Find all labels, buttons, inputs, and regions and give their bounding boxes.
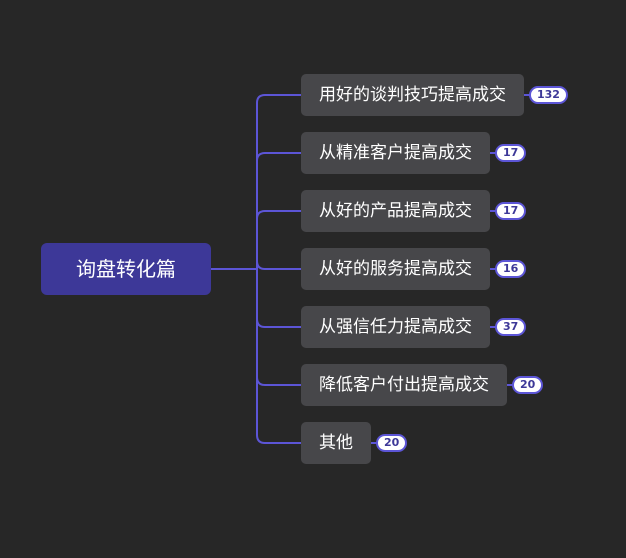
root-topic[interactable]: 询盘转化篇	[41, 243, 211, 295]
topic-precise-customers-count-badge[interactable]: 17	[495, 144, 527, 162]
topic-good-service[interactable]: 从好的服务提高成交	[301, 248, 490, 290]
topic-good-products-count-badge[interactable]: 17	[495, 202, 527, 220]
branch-connector	[256, 152, 301, 162]
branch-connector	[256, 260, 301, 270]
topic-good-service-count-badge[interactable]: 16	[495, 260, 527, 278]
topic-other-count-badge[interactable]: 20	[376, 434, 408, 452]
topic-strong-trust[interactable]: 从强信任力提高成交	[301, 306, 490, 348]
branch-connector	[256, 94, 301, 104]
topic-precise-customers[interactable]: 从精准客户提高成交	[301, 132, 490, 174]
topic-negotiation-skills-count-badge[interactable]: 132	[529, 86, 568, 104]
branch-connector	[256, 210, 301, 220]
topic-reduce-customer-cost[interactable]: 降低客户付出提高成交	[301, 364, 507, 406]
topic-strong-trust-count-badge[interactable]: 37	[495, 318, 527, 336]
topic-reduce-customer-cost-count-badge[interactable]: 20	[512, 376, 544, 394]
branch-connector	[256, 434, 301, 444]
topic-other[interactable]: 其他	[301, 422, 371, 464]
topic-negotiation-skills[interactable]: 用好的谈判技巧提高成交	[301, 74, 524, 116]
topic-good-products[interactable]: 从好的产品提高成交	[301, 190, 490, 232]
branch-connector	[256, 376, 301, 386]
branch-connector	[256, 318, 301, 328]
